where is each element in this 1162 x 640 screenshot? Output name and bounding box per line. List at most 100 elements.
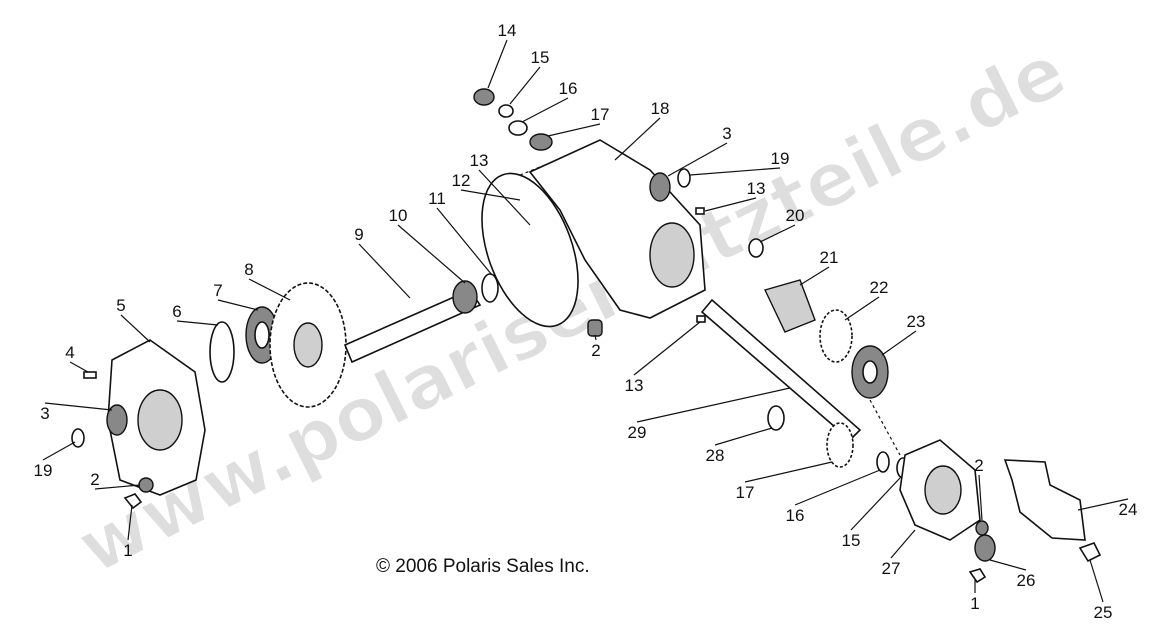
leader-line [633, 321, 701, 376]
bracket-24 [1003, 459, 1086, 541]
leader-line [794, 469, 881, 506]
snap-ring-19-top [677, 168, 691, 188]
callout-2: 2 [974, 456, 984, 521]
snap-ring-19-left [71, 428, 85, 448]
pin-4 [83, 371, 97, 379]
callout-17: 17 [736, 461, 833, 502]
seal-3-top [649, 172, 671, 202]
callout-number: 17 [591, 105, 610, 124]
callout-22: 22 [844, 278, 888, 321]
callout-number: 18 [651, 99, 670, 118]
ring-16-top [508, 120, 528, 136]
leader-line [890, 529, 916, 559]
callout-number: 13 [625, 376, 644, 395]
callout-26: 26 [989, 559, 1036, 590]
dowel-13-low [696, 315, 706, 323]
callout-18: 18 [614, 99, 670, 161]
callout-19: 19 [689, 149, 790, 176]
leader-line [127, 504, 133, 541]
callout-number: 9 [354, 225, 363, 244]
callout-9: 9 [354, 225, 411, 299]
callout-24: 24 [1077, 498, 1138, 519]
leader-line [42, 441, 76, 461]
callout-29: 29 [628, 387, 791, 442]
ring-20 [748, 238, 764, 258]
callout-20: 20 [759, 206, 804, 243]
leader-line [689, 167, 781, 176]
callout-number: 16 [786, 506, 805, 525]
leader-line [487, 39, 508, 89]
callout-5: 5 [116, 296, 151, 343]
leader-line [714, 427, 773, 446]
callout-number: 24 [1119, 500, 1138, 519]
callout-14: 14 [487, 21, 516, 89]
callout-number: 27 [882, 559, 901, 578]
o-ring-6 [209, 321, 235, 383]
callout-number: 17 [736, 483, 755, 502]
callout-number: 25 [1094, 603, 1113, 622]
leader-line [436, 207, 493, 276]
callout-11: 11 [428, 189, 493, 276]
leader-line [120, 314, 151, 343]
bolt-1-left [123, 493, 143, 510]
copyright-notice: © 2006 Polaris Sales Inc. [376, 556, 590, 577]
callout-13: 13 [704, 179, 765, 212]
leader-line [521, 97, 569, 123]
seal-14 [473, 88, 495, 106]
callout-number: 5 [116, 296, 125, 315]
bushing-2-right [975, 520, 989, 536]
seal-26 [974, 534, 996, 562]
callout-28: 28 [706, 427, 773, 465]
leader-line [978, 474, 983, 521]
leader-line [69, 361, 89, 373]
callout-21: 21 [799, 248, 838, 286]
leader-line [217, 299, 259, 311]
bolt-1-right [968, 568, 987, 584]
callout-number: 8 [244, 260, 253, 279]
case-bore [649, 222, 695, 288]
bearing-17-top [529, 133, 553, 151]
callout-number: 7 [213, 281, 222, 300]
leader-line [397, 224, 466, 284]
leader-line [667, 142, 728, 177]
leader-line [358, 243, 411, 299]
callout-number: 1 [970, 594, 979, 613]
callout-8: 8 [244, 260, 291, 301]
callout-15: 15 [509, 48, 549, 105]
callout-number: 4 [65, 343, 74, 362]
callout-3: 3 [667, 124, 732, 177]
alignment-line [869, 399, 901, 456]
callout-number: 15 [842, 531, 861, 550]
callout-number: 3 [722, 124, 731, 143]
callout-6: 6 [172, 302, 219, 326]
callout-number: 26 [1017, 571, 1036, 590]
callout-12: 12 [452, 171, 521, 201]
callout-7: 7 [213, 281, 259, 311]
leader-line [460, 189, 521, 201]
callout-number: 29 [628, 423, 647, 442]
seal-3-left [106, 404, 128, 436]
parts [71, 88, 1102, 584]
leader-line [614, 117, 661, 161]
callout-17: 17 [547, 105, 610, 137]
callout-number: 1 [123, 541, 132, 560]
ring-15-top [498, 104, 514, 118]
ring-28 [767, 405, 785, 431]
leader-line [1089, 559, 1104, 603]
callout-number: 10 [389, 206, 408, 225]
leader-line [844, 296, 880, 321]
callout-27: 27 [882, 529, 916, 578]
leader-line [44, 402, 113, 411]
bearing-7-bore [254, 321, 270, 349]
callout-number: 23 [907, 312, 926, 331]
sprocket-hub [293, 322, 323, 368]
leader-line [704, 197, 757, 212]
gear-17 [826, 422, 854, 468]
gear-22 [819, 309, 853, 363]
callout-number: 16 [559, 79, 578, 98]
leader-line [744, 461, 833, 483]
callout-number: 19 [771, 149, 790, 168]
dowel-2-center [587, 319, 603, 337]
